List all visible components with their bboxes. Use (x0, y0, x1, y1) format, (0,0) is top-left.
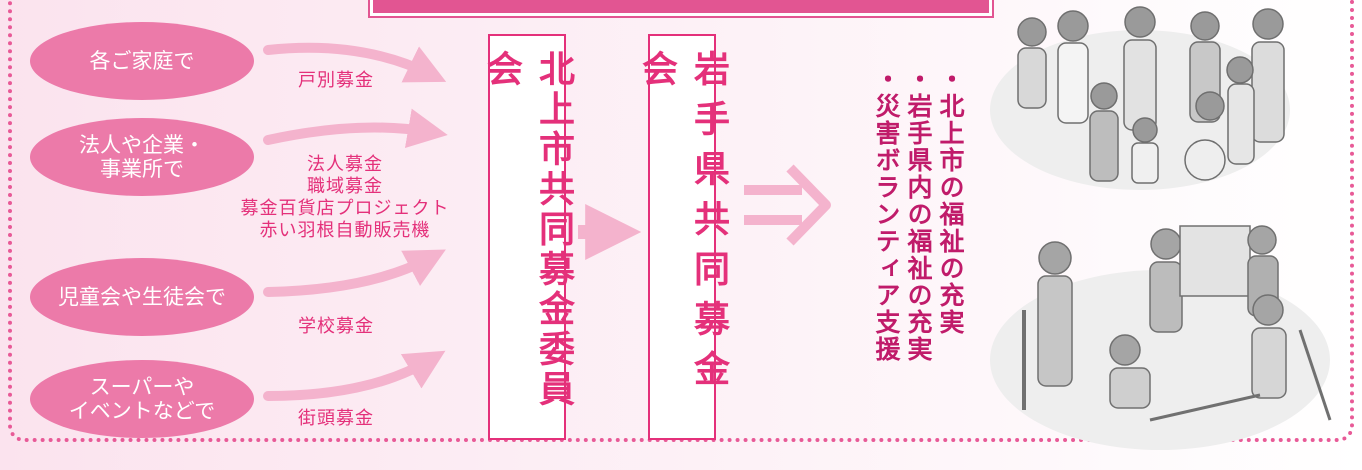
source-household: 各ご家庭で (30, 22, 254, 100)
people-illustration (990, 6, 1290, 190)
arrow-right-icon (263, 108, 448, 149)
volunteers-illustration (990, 225, 1332, 450)
iwate-association-label: 岩手県共同募金会 (636, 50, 729, 400)
arrow-right-icon (263, 42, 447, 83)
method-corporate: 法人募金 職域募金 募金百貨店プロジェクト 赤い羽根自動販売機 (240, 154, 450, 241)
arrow-right-icon (263, 249, 446, 297)
kitakami-committee-box: 北上市共同募金委員会 (481, 34, 574, 440)
kitakami-committee-label: 北上市共同募金委員会 (481, 50, 574, 410)
dotted-frame (8, 0, 1354, 442)
source-student-council: 児童会や生徒会で (30, 258, 254, 336)
source-corporate: 法人や企業・ 事業所で (30, 118, 254, 196)
arrow-right-icon (263, 350, 446, 401)
double-arrow-icon (744, 164, 831, 246)
source-events: スーパーや イベントなどで (30, 360, 254, 438)
method-school: 学校募金 (298, 316, 374, 337)
header-banner (368, 0, 994, 18)
outcomes-list: ・北上市の福祉の充実 ・岩手県内の福祉の充実 ・災害ボランティア支援 (872, 66, 965, 363)
iwate-association-box: 岩手県共同募金会 (636, 34, 729, 440)
method-household: 戸別募金 (298, 70, 374, 91)
method-street: 街頭募金 (298, 408, 374, 429)
